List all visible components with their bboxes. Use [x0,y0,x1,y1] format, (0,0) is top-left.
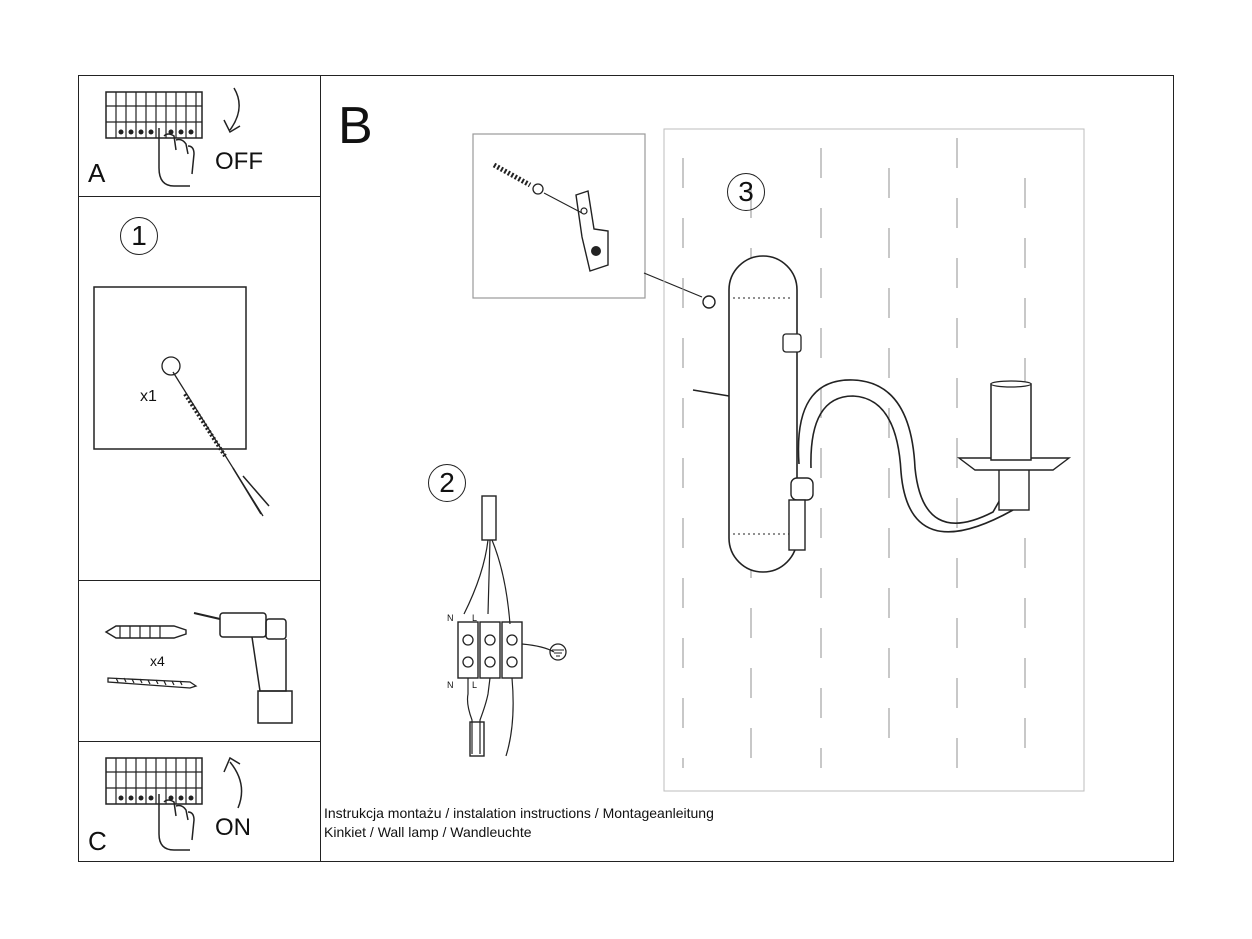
wire-label-l-bottom: L [472,680,478,690]
drill-hole-wall-illustration [93,286,270,517]
wire-label-l-top: L [472,613,478,623]
off-label: OFF [215,148,263,175]
divider-step1 [78,580,321,581]
panel-a-label: A [88,158,106,188]
screws-quantity: x4 [150,653,165,669]
left-panel-column [78,75,321,862]
wall-lamp-mounted-illustration [663,128,1085,792]
mounting-bracket-detail [472,133,703,299]
circuit-breaker-off-illustration [105,91,203,187]
on-label: ON [215,814,251,841]
off-arrow-icon [223,87,241,134]
step-1-number: 1 [120,217,158,255]
wire-label-n-top: N [447,613,454,623]
wire-label-n-bottom: N [447,680,454,690]
wiring-terminal-diagram [457,495,567,757]
power-drill-icon [193,612,293,724]
caption-instructions: Instrukcja montażu / instalation instruc… [324,805,714,821]
divider-a [78,196,321,197]
circuit-breaker-on-illustration [105,757,203,851]
drill-quantity: x1 [140,388,157,405]
divider-tools [78,741,321,742]
panel-c-label: C [88,826,107,856]
step-3-number: 3 [727,173,765,211]
step-2-number: 2 [428,464,466,502]
main-section-label: B [338,97,373,155]
instruction-sheet-frame [78,75,1174,862]
wall-plugs-illustration [104,625,187,639]
on-arrow-icon [223,756,243,809]
screw-illustration [107,677,198,689]
caption-product: Kinkiet / Wall lamp / Wandleuchte [324,824,532,840]
